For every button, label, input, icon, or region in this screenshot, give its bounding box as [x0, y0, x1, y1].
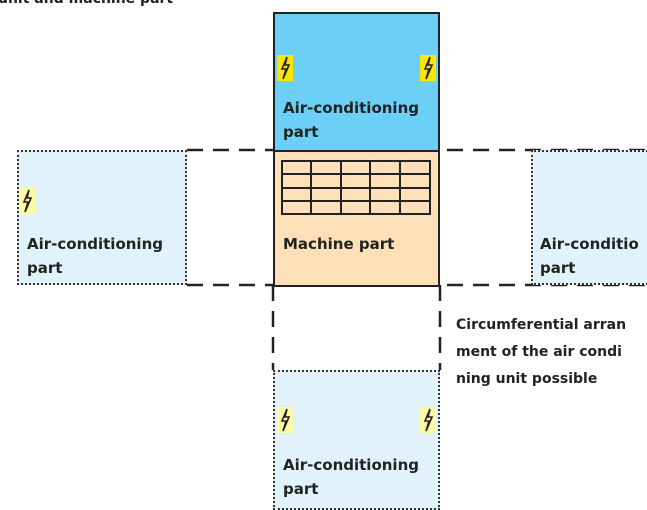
lightning-icon-center-left	[277, 55, 293, 81]
arrangement-note: Circumferential arran ment of the air co…	[456, 317, 627, 387]
lightning-icon-bottom-left	[277, 407, 293, 433]
right-ac-box	[531, 150, 647, 285]
left-ac-label: Air-conditioning part	[27, 235, 163, 277]
center-ac-part	[273, 12, 440, 152]
lightning-icon-left	[19, 188, 35, 214]
bottom-ac-label: Air-conditioning part	[283, 456, 419, 498]
bottom-ac-box	[273, 370, 440, 510]
left-ac-box	[17, 150, 187, 285]
caption-top: unit and machine part	[0, 0, 173, 11]
machine-part-label: Machine part	[283, 235, 395, 253]
center-machine-part	[273, 150, 440, 287]
center-ac-label: Air-conditioning part	[283, 99, 419, 141]
lightning-icon-bottom-right	[420, 407, 436, 433]
right-ac-label: Air-conditio part	[540, 235, 639, 277]
lightning-icon-center-right	[420, 55, 436, 81]
